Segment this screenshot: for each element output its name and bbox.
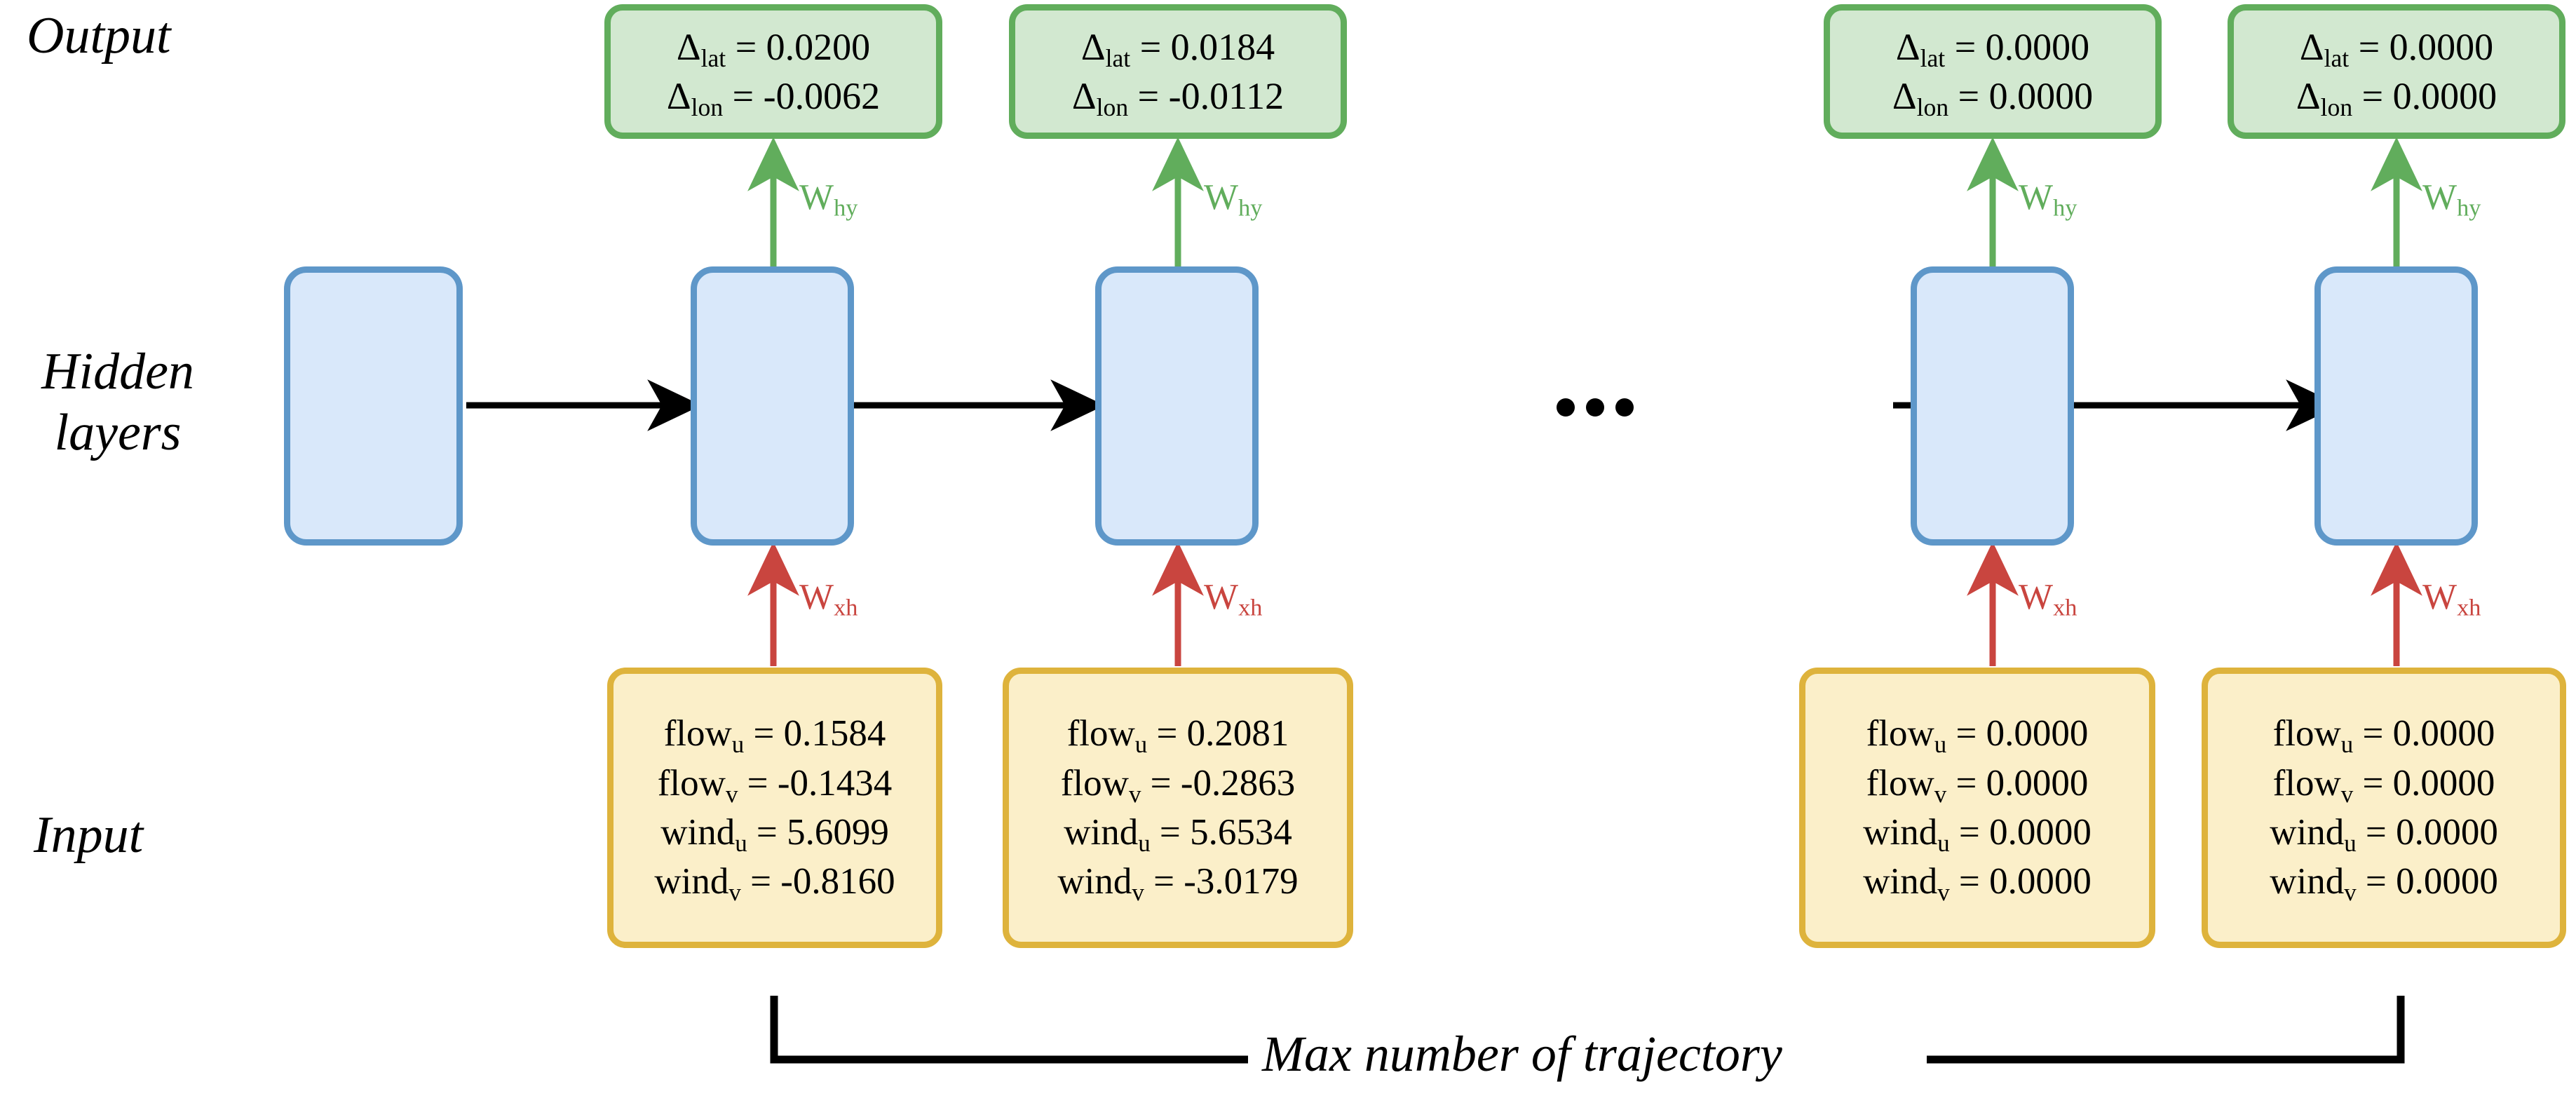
input-line-wind-u: windu = 5.6534	[1064, 812, 1292, 857]
input-line-flow-v: flowv = 0.0000	[2272, 762, 2495, 808]
output-line-lon: Δlon = -0.0112	[1071, 75, 1284, 121]
output-node-t2[interactable]: Δlat = 0.0184 Δlon = -0.0112	[1009, 4, 1347, 139]
hidden-node-tn[interactable]	[2314, 266, 2478, 546]
row-label-input: Input	[34, 806, 144, 864]
output-line-lon: Δlon = 0.0000	[1892, 75, 2094, 121]
input-line-wind-v: windv = -3.0179	[1057, 861, 1299, 907]
output-line-lat: Δlat = 0.0200	[676, 25, 871, 72]
output-line-lon: Δlon = -0.0062	[666, 75, 881, 121]
output-line-lat: Δlat = 0.0184	[1080, 25, 1275, 72]
output-line-lat: Δlat = 0.0000	[2299, 25, 2494, 72]
hidden-node-t0[interactable]	[284, 266, 463, 546]
weight-label-why-t3: Why	[2019, 177, 2077, 222]
ellipsis-icon	[1557, 398, 1634, 417]
output-node-t1[interactable]: Δlat = 0.0200 Δlon = -0.0062	[604, 4, 942, 139]
weight-label-why-t1: Why	[799, 177, 858, 222]
input-line-wind-v: windv = 0.0000	[1863, 861, 2092, 907]
ellipsis-dot	[1586, 398, 1604, 417]
row-label-hidden: Hidden layers	[41, 343, 194, 462]
input-line-flow-u: flowu = 0.1584	[663, 713, 886, 758]
hidden-node-t1[interactable]	[691, 266, 854, 546]
input-line-flow-v: flowv = -0.2863	[1060, 762, 1296, 808]
hidden-node-t2[interactable]	[1095, 266, 1259, 546]
output-line-lat: Δlat = 0.0000	[1895, 25, 2090, 72]
input-line-wind-v: windv = 0.0000	[2270, 861, 2498, 907]
bracket-caption: Max number of trajectory	[1262, 1026, 1782, 1082]
output-node-tn1[interactable]: Δlat = 0.0000 Δlon = 0.0000	[1824, 4, 2162, 139]
row-label-output: Output	[27, 7, 171, 65]
input-line-wind-u: windu = 0.0000	[2270, 812, 2498, 857]
input-line-flow-v: flowv = 0.0000	[1866, 762, 2089, 808]
input-line-wind-v: windv = -0.8160	[654, 861, 895, 907]
input-line-wind-u: windu = 5.6099	[660, 812, 889, 857]
output-node-tn[interactable]: Δlat = 0.0000 Δlon = 0.0000	[2228, 4, 2565, 139]
input-line-flow-u: flowu = 0.2081	[1066, 713, 1289, 758]
weight-label-wxh-t1: Wxh	[799, 577, 858, 621]
weight-label-wxh-t4: Wxh	[2422, 577, 2481, 621]
hidden-node-tn1[interactable]	[1911, 266, 2074, 546]
input-node-tn1[interactable]: flowu = 0.0000 flowv = 0.0000 windu = 0.…	[1799, 668, 2155, 948]
input-line-flow-v: flowv = -0.1434	[657, 762, 893, 808]
ellipsis-dot	[1615, 398, 1634, 417]
input-node-t1[interactable]: flowu = 0.1584 flowv = -0.1434 windu = 5…	[607, 668, 942, 948]
weight-label-wxh-t3: Wxh	[2019, 577, 2077, 621]
input-node-t2[interactable]: flowu = 0.2081 flowv = -0.2863 windu = 5…	[1003, 668, 1353, 948]
input-line-wind-u: windu = 0.0000	[1863, 812, 2092, 857]
output-line-lon: Δlon = 0.0000	[2296, 75, 2497, 121]
weight-label-why-t4: Why	[2422, 177, 2481, 222]
weight-label-wxh-t2: Wxh	[1204, 577, 1263, 621]
weight-label-why-t2: Why	[1204, 177, 1263, 222]
input-line-flow-u: flowu = 0.0000	[2272, 713, 2495, 758]
input-line-flow-u: flowu = 0.0000	[1866, 713, 2089, 758]
ellipsis-dot	[1557, 398, 1575, 417]
input-node-tn[interactable]: flowu = 0.0000 flowv = 0.0000 windu = 0.…	[2202, 668, 2566, 948]
